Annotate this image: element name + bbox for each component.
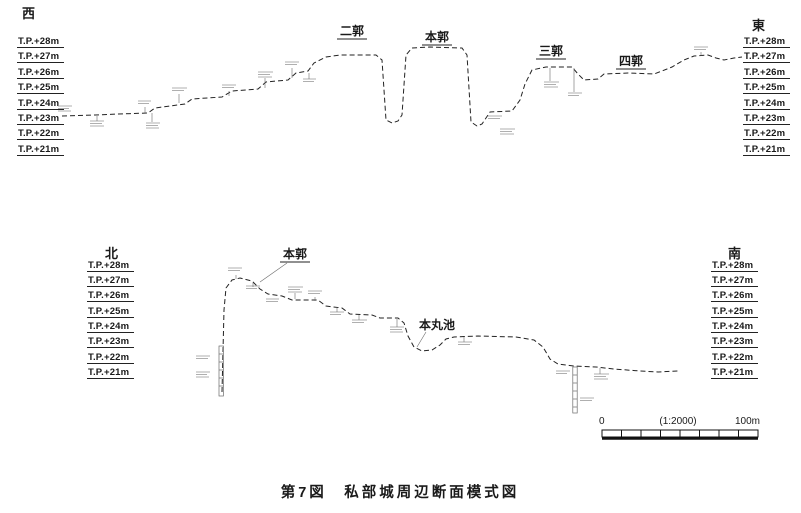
elevation-label: T.P.+25m <box>744 82 785 93</box>
top-profile-line <box>61 46 743 127</box>
annotation-marks-bottom <box>196 267 609 414</box>
elevation-label: T.P.+24m <box>744 98 785 109</box>
feature-label-text: 本郭 <box>283 246 307 261</box>
elevation-label: T.P.+24m <box>88 321 129 332</box>
elevation-label: T.P.+28m <box>88 260 129 271</box>
scale-max-label: 100m <box>735 416 760 427</box>
elevation-label: T.P.+27m <box>88 275 129 286</box>
feature-label-shikaku: 四郭 <box>616 53 646 70</box>
scale-zero-label: 0 <box>599 416 605 427</box>
feature-label-honmaru-ike: 本丸池 <box>416 317 455 348</box>
feature-label-honkaku-top: 本郭 <box>422 29 452 46</box>
elevation-label: T.P.+26m <box>744 67 785 78</box>
elevation-label: T.P.+23m <box>712 336 753 347</box>
elevation-scale-bottom-right: T.P.+28m T.P.+27m T.P.+26m T.P.+25m T.P.… <box>711 260 758 379</box>
elevation-label: T.P.+23m <box>18 113 59 124</box>
direction-label-south: 南 <box>728 246 741 261</box>
direction-label-north: 北 <box>105 246 118 261</box>
elevation-label: T.P.+25m <box>88 306 129 317</box>
scale-bar: 0 (1:2000) 100m <box>599 416 760 440</box>
elevation-label: T.P.+26m <box>18 67 59 78</box>
elevation-label: T.P.+24m <box>712 321 753 332</box>
annotation-marks-top <box>58 46 708 135</box>
feature-label-sankaku: 三郭 <box>536 43 566 60</box>
feature-label-text: 本郭 <box>425 29 449 44</box>
elevation-label: T.P.+26m <box>88 290 129 301</box>
elevation-label: T.P.+22m <box>712 352 753 363</box>
feature-label-nikaku: 二郭 <box>337 23 367 40</box>
bottom-profile-line <box>221 277 679 393</box>
elevation-label: T.P.+22m <box>88 352 129 363</box>
elevation-label: T.P.+28m <box>18 36 59 47</box>
elevation-label: T.P.+24m <box>18 98 59 109</box>
elevation-scale-bottom-left: T.P.+28m T.P.+27m T.P.+26m T.P.+25m T.P.… <box>87 260 134 379</box>
elevation-label: T.P.+22m <box>744 128 785 139</box>
elevation-label: T.P.+23m <box>88 336 129 347</box>
elevation-scale-top-left: T.P.+28m T.P.+27m T.P.+26m T.P.+25m T.P.… <box>17 36 64 156</box>
elevation-label: T.P.+22m <box>18 128 59 139</box>
feature-label-honkaku-bottom: 本郭 <box>259 246 310 283</box>
elevation-label: T.P.+23m <box>744 113 785 124</box>
elevation-label: T.P.+21m <box>88 367 129 378</box>
feature-label-text: 三郭 <box>539 43 563 58</box>
elevation-label: T.P.+25m <box>18 82 59 93</box>
elevation-label: T.P.+27m <box>744 51 785 62</box>
borehole-column-right <box>572 366 578 414</box>
borehole-column-left <box>218 345 224 397</box>
elevation-label: T.P.+27m <box>18 51 59 62</box>
elevation-label: T.P.+28m <box>712 260 753 271</box>
elevation-label: T.P.+21m <box>744 144 785 155</box>
scale-ratio-label: (1:2000) <box>659 416 696 427</box>
elevation-label: T.P.+27m <box>712 275 753 286</box>
elevation-label: T.P.+21m <box>712 367 753 378</box>
figure-caption: 第7図 私部城周辺断面模式図 <box>281 483 520 501</box>
direction-label-east: 東 <box>752 18 765 33</box>
feature-label-text: 本丸池 <box>419 317 455 332</box>
feature-label-text: 二郭 <box>340 23 364 38</box>
direction-label-west: 西 <box>22 6 35 21</box>
elevation-label: T.P.+21m <box>18 144 59 155</box>
elevation-scale-top-right: T.P.+28m T.P.+27m T.P.+26m T.P.+25m T.P.… <box>743 36 790 156</box>
feature-label-text: 四郭 <box>619 53 643 68</box>
elevation-label: T.P.+26m <box>712 290 753 301</box>
elevation-label: T.P.+25m <box>712 306 753 317</box>
elevation-label: T.P.+28m <box>744 36 785 47</box>
